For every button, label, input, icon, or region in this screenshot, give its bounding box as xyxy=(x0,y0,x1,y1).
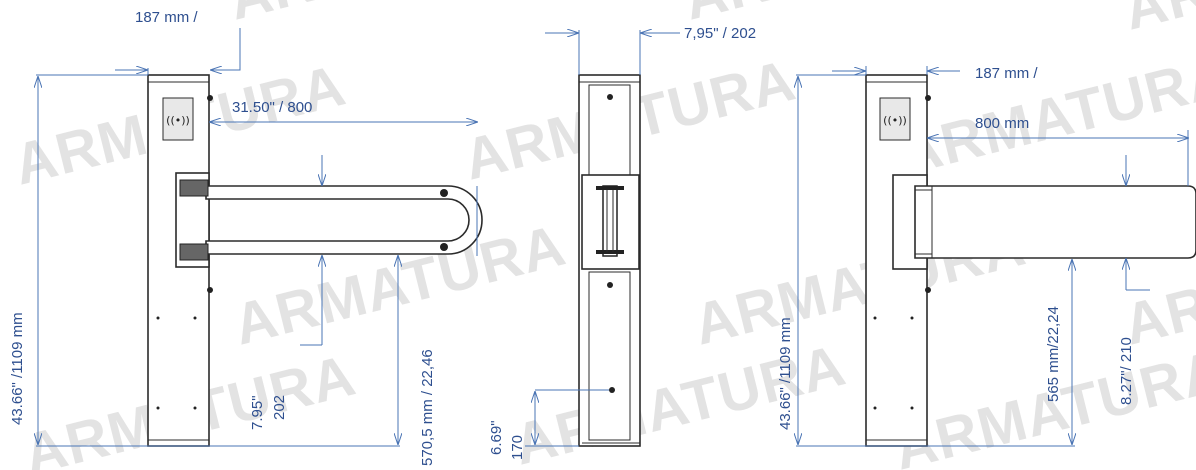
screw-icon xyxy=(207,95,213,101)
panel-arm xyxy=(914,185,1196,259)
card-reader xyxy=(162,97,194,141)
watermark: ARMATURA xyxy=(227,213,571,358)
total-height-label: 43.66" /1109 mm xyxy=(777,317,794,430)
screw-icon xyxy=(609,387,615,393)
top-width-label: 187 mm / xyxy=(135,9,198,26)
rfid-icon: ((•)) xyxy=(166,114,190,127)
arm-length-label: 31.50" / 800 xyxy=(232,99,312,116)
arm-hub xyxy=(602,185,618,257)
top-width-label: 7,95" / 202 xyxy=(684,25,756,42)
screw-icon xyxy=(607,282,613,288)
bottom-dim-inch-label: 6.69" xyxy=(488,420,505,455)
arm-height-label: 570,5 mm / 22,46 xyxy=(419,349,436,466)
rfid-icon: ((•)) xyxy=(883,114,907,127)
screw-icon xyxy=(925,287,931,293)
middle-view: 7,95" / 202 6.69" 170 xyxy=(488,25,756,460)
arm-length-label: 800 mm xyxy=(975,115,1029,132)
screw-icon xyxy=(207,287,213,293)
arm-clamp xyxy=(179,179,209,197)
screw-icon xyxy=(440,243,448,251)
watermark: ARMATURA xyxy=(892,43,1196,188)
arm-clamp xyxy=(179,243,209,261)
total-height-label: 43.66" /1109 mm xyxy=(9,312,26,425)
screw-icon xyxy=(925,95,931,101)
left-view: ((•)) 187 mm / 31.50" / 800 xyxy=(9,9,483,466)
arm-height-label: 565 mm/22,24 xyxy=(1045,306,1062,402)
right-view: ((•)) 187 mm / 800 mm 43.66" /1109 mm 56… xyxy=(777,65,1196,447)
top-width-label: 187 mm / xyxy=(975,65,1038,82)
watermark: ARMATURA xyxy=(507,333,851,470)
screw-icon xyxy=(607,94,613,100)
watermark: ARMATURA xyxy=(222,0,566,33)
u-shaped-arm xyxy=(205,185,483,255)
small-dim-mm-label: 202 xyxy=(271,395,288,420)
lower-panel xyxy=(588,271,631,441)
watermark: ARMATURA xyxy=(1117,0,1196,43)
screw-icon xyxy=(440,189,448,197)
panel-height-label: 8.27"/ 210 xyxy=(1118,337,1135,405)
card-reader xyxy=(879,97,911,141)
small-dim-inch-label: 7.95" xyxy=(249,395,266,430)
watermark: ARMATURA xyxy=(887,338,1196,470)
bottom-dim-mm-label: 170 xyxy=(509,435,526,460)
